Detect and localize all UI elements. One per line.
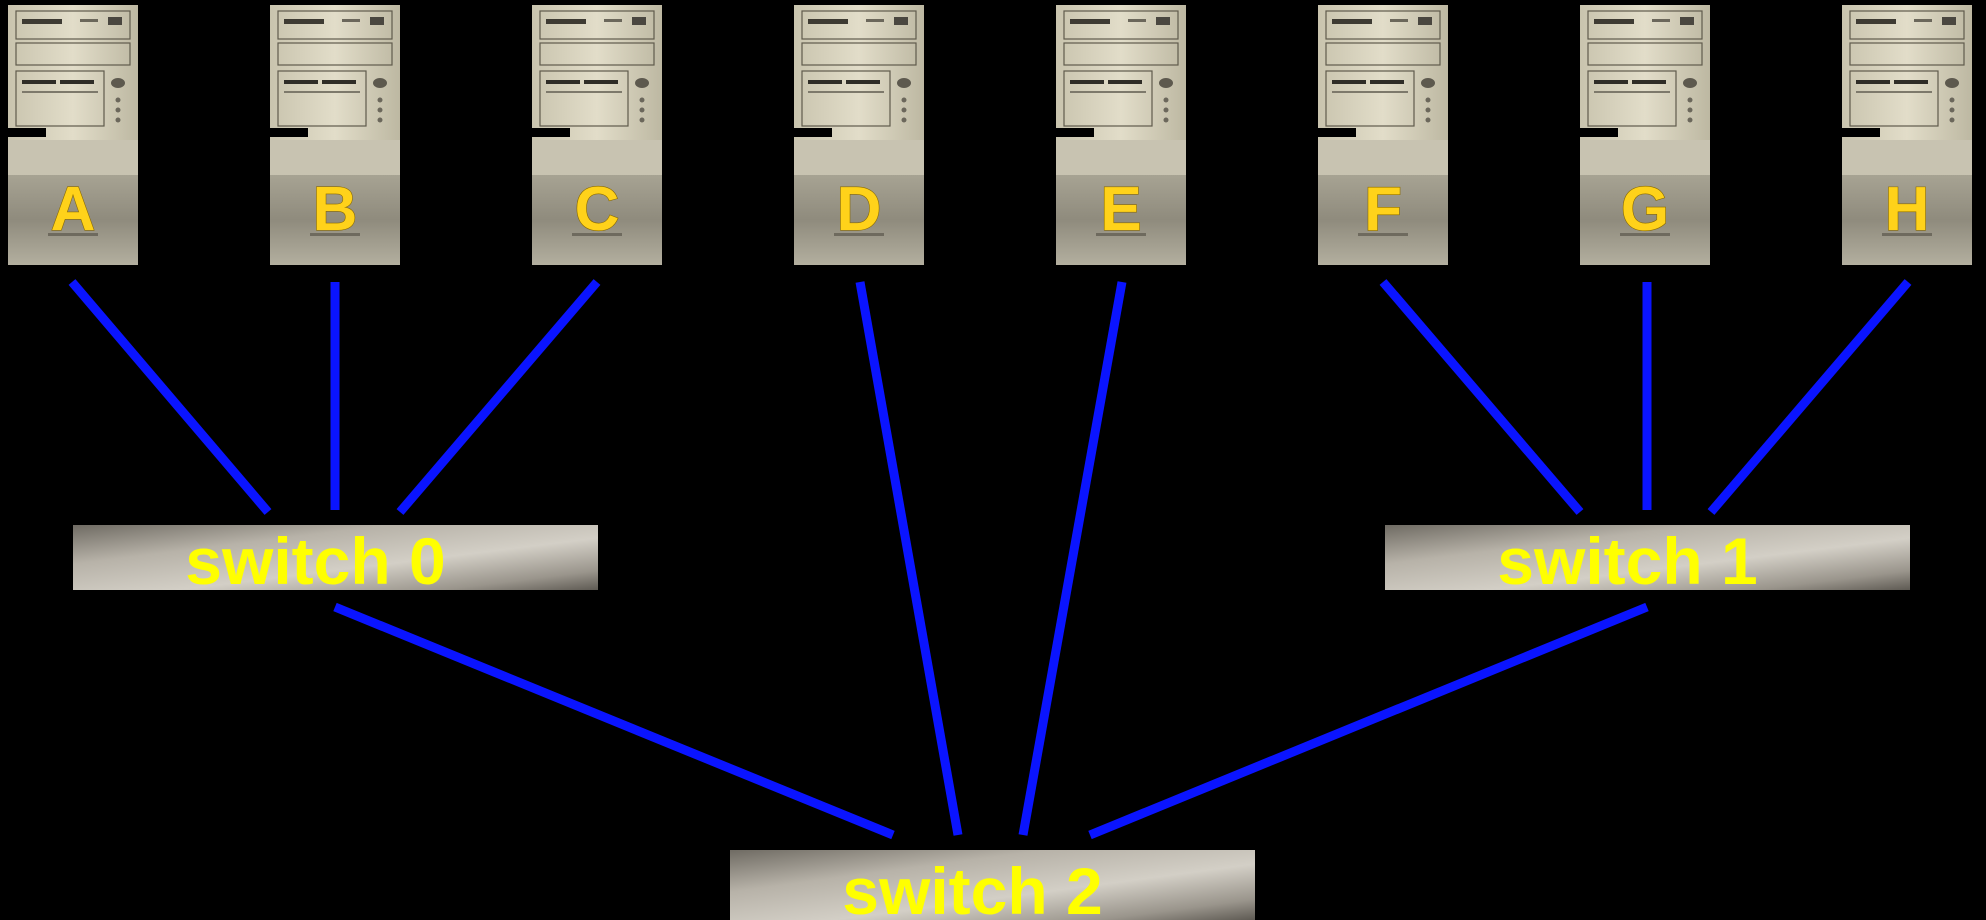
computer-g: G [1580, 5, 1710, 265]
switch-1: switch 1 [1385, 524, 1910, 598]
link-a-switch0 [68, 279, 272, 515]
computer-label-e: E [1100, 175, 1141, 244]
switch-label: switch 0 [185, 524, 445, 598]
computer-d: D [794, 5, 924, 265]
switch-body [73, 525, 598, 590]
computer-f: F [1318, 5, 1448, 265]
computer-label-h: H [1885, 175, 1930, 244]
computer-tower-icon [1842, 5, 1972, 265]
computer-b: B [270, 5, 400, 265]
computer-label-g: G [1621, 175, 1669, 244]
switch-body [730, 850, 1255, 920]
switches-layer: switch 0 switch 1 switch 2 [73, 524, 1910, 920]
computer-label-d: D [837, 175, 882, 244]
link-h-switch1 [1707, 279, 1912, 515]
computer-tower-icon [1318, 5, 1448, 265]
switch-body [1385, 525, 1910, 590]
computer-label-f: F [1364, 175, 1402, 244]
computer-tower-icon [794, 5, 924, 265]
link-c-switch0 [396, 279, 601, 515]
computer-tower-icon [1580, 5, 1710, 265]
computer-c: C [532, 5, 662, 265]
computer-a: A [8, 5, 138, 265]
link-f-switch1 [1379, 279, 1584, 515]
computer-label-a: A [51, 175, 96, 244]
link-switch1-switch2 [1088, 602, 1649, 840]
links-layer [68, 279, 1912, 840]
computers-layer: A B C D E F G H [8, 5, 1972, 265]
switch-0: switch 0 [73, 524, 598, 598]
switch-label: switch 1 [1497, 524, 1757, 598]
computer-h: H [1842, 5, 1972, 265]
computer-e: E [1056, 5, 1186, 265]
computer-label-b: B [313, 175, 358, 244]
computer-tower-icon [1056, 5, 1186, 265]
link-switch0-switch2 [333, 602, 895, 840]
link-e-switch2 [1018, 281, 1127, 836]
switch-label: switch 2 [842, 854, 1102, 920]
computer-label-c: C [575, 175, 620, 244]
link-d-switch2 [855, 281, 963, 836]
computer-tower-icon [270, 5, 400, 265]
computer-tower-icon [8, 5, 138, 265]
computer-tower-icon [532, 5, 662, 265]
switch-2: switch 2 [730, 850, 1255, 920]
